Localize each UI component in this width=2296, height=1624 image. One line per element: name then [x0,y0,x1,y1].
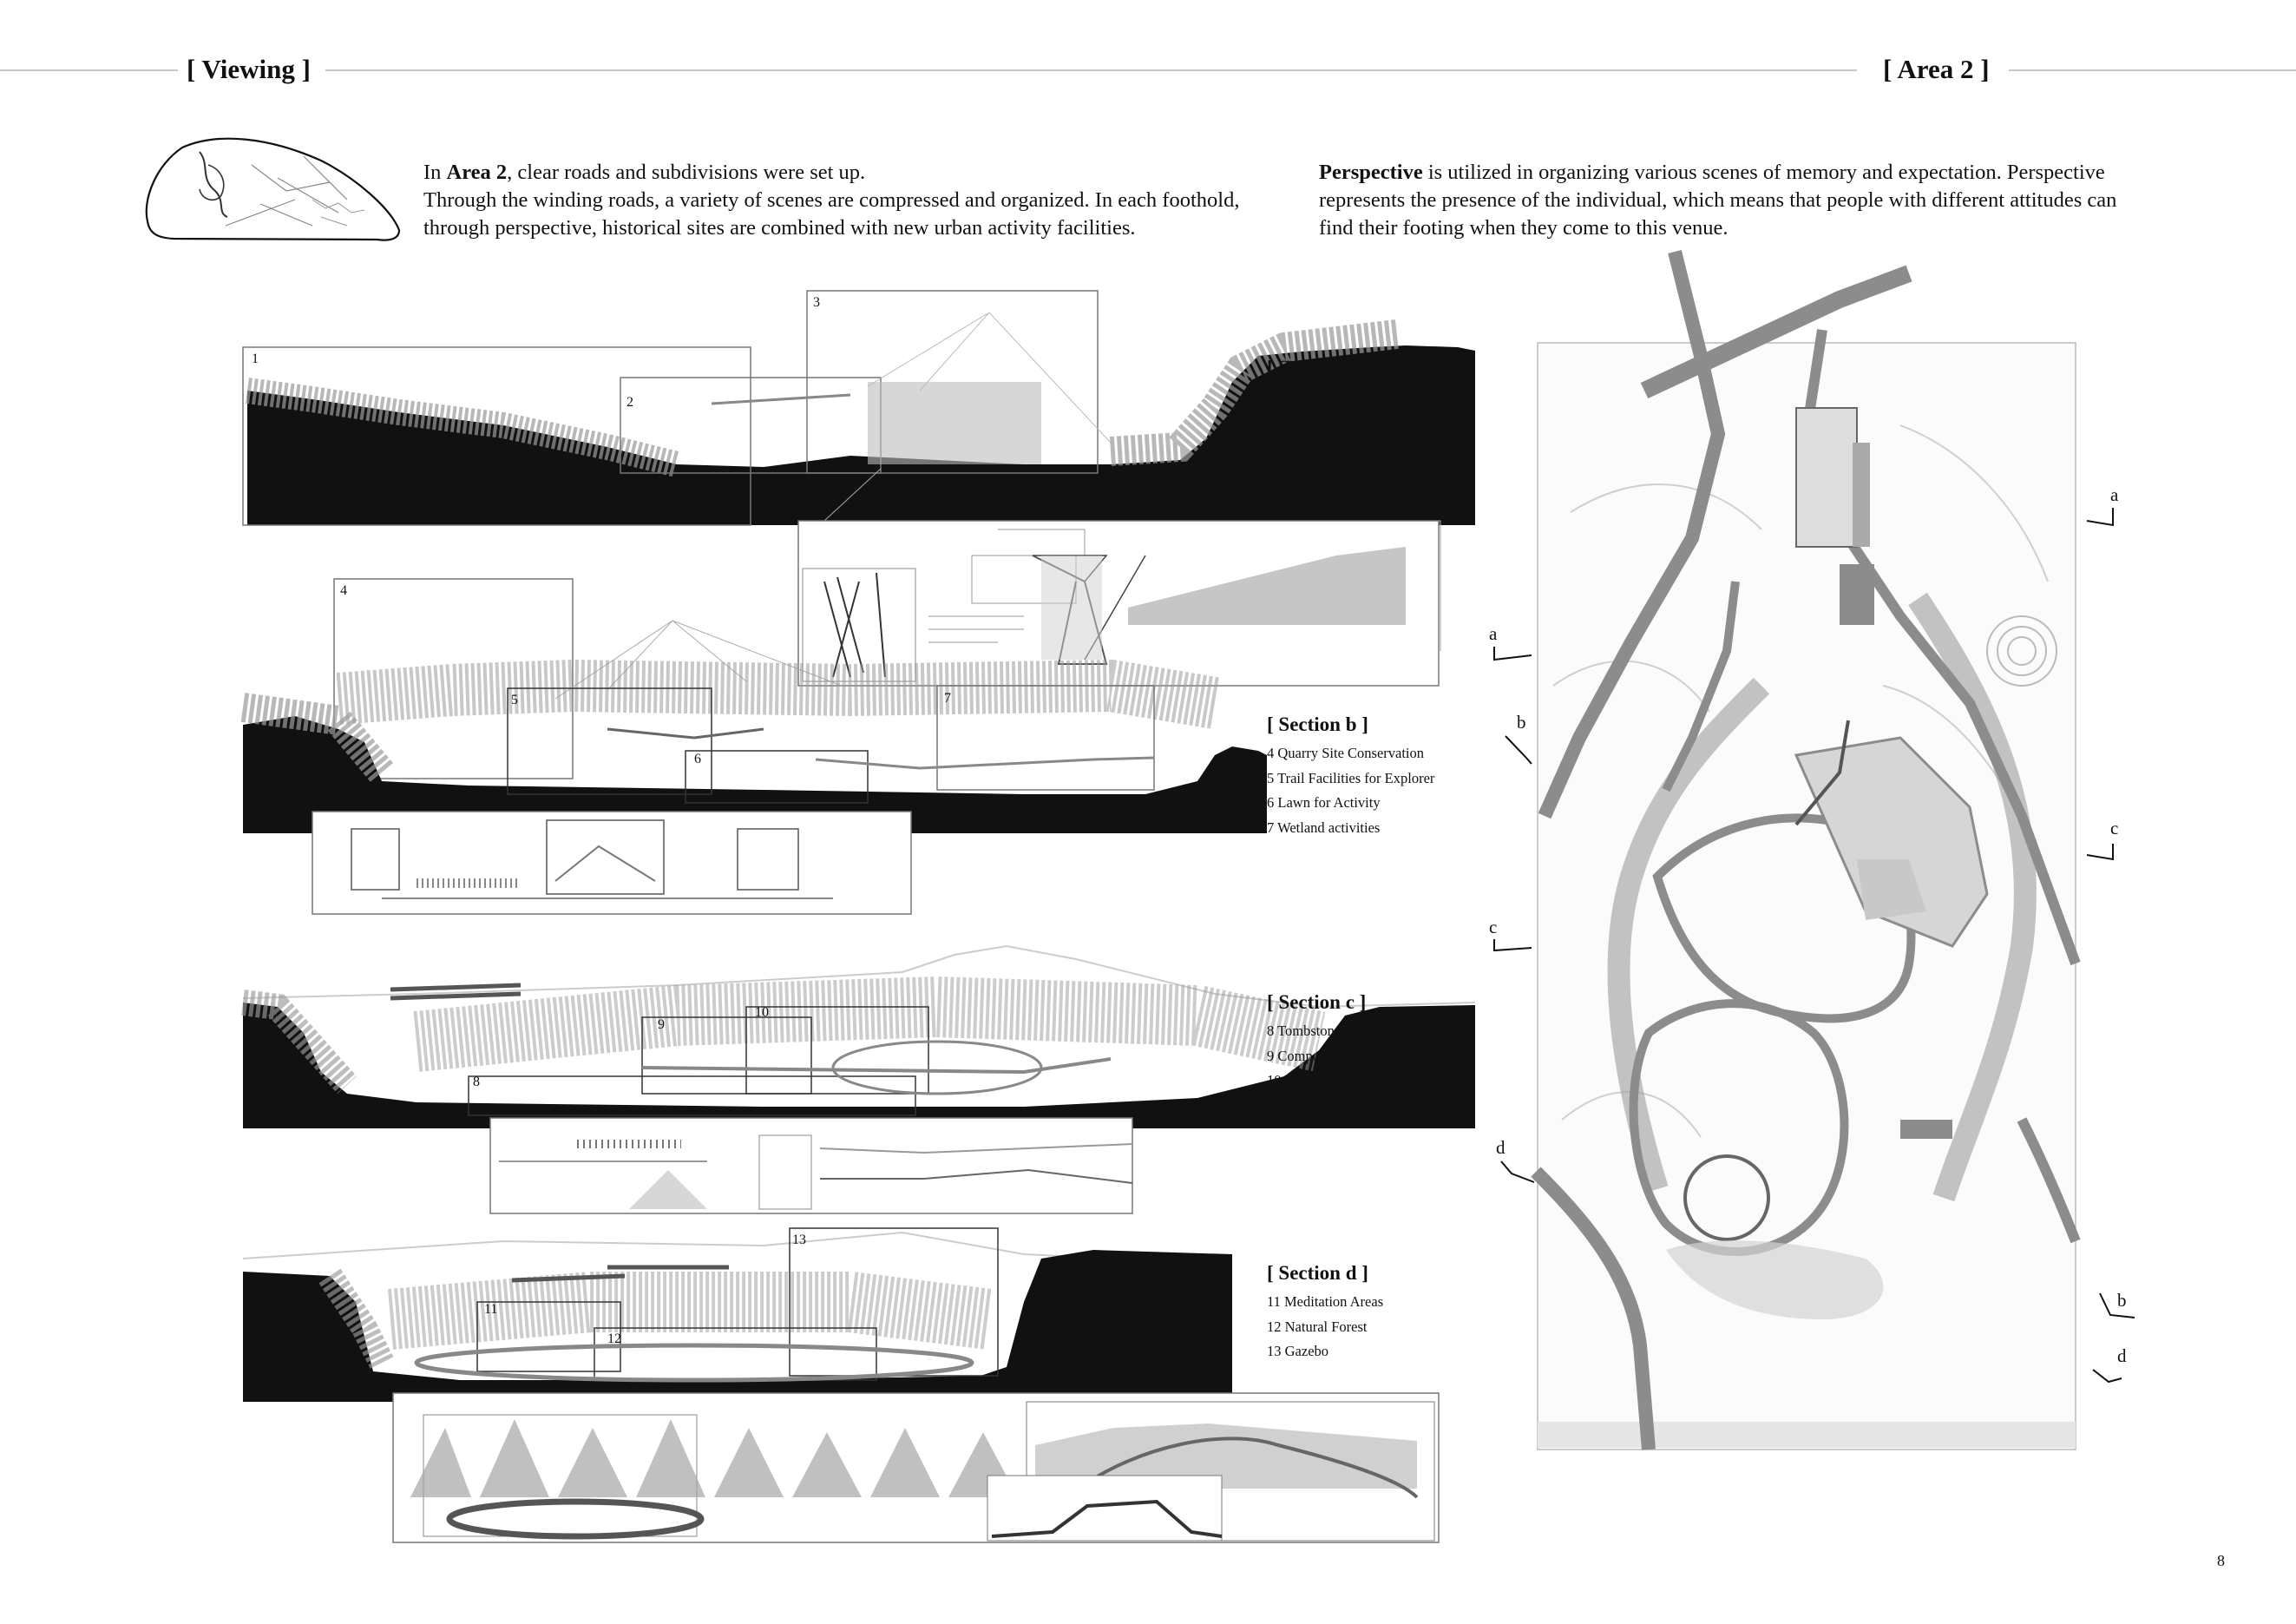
header-rule-left [0,69,178,71]
section-d-legend: [ Section d ] 11 Meditation Areas 12 Nat… [1267,1259,1383,1364]
section-a-legend: [ Section a ] 1 Urban Driveway 2 Pavilio… [1267,353,1449,459]
plan-marker-b-right: b [2117,1290,2127,1311]
legend-item: 6 Lawn for Activity [1267,794,1381,811]
legend-item: 11 Meditation Areas [1267,1293,1384,1310]
callout-2: 2 [626,395,633,410]
callout-4: 4 [340,583,347,598]
callout-8: 8 [473,1075,480,1089]
section-b-title: [ Section b ] [1267,713,1368,735]
key-map [145,137,401,241]
legend-item: 7 Wetland activities [1267,819,1381,836]
plan-marker-c-left: c [1489,917,1498,937]
page-number: 8 [2217,1552,2225,1569]
plan-marker-a-left: a [1489,623,1498,644]
callout-5: 5 [511,693,518,707]
header-rule-middle [325,69,1857,71]
section-d-title: [ Section d ] [1267,1262,1368,1284]
legend-item: 9 Compound paving stage [1267,1047,1417,1064]
plan-marker-c-right: c [2110,818,2119,838]
section-b-legend: [ Section b ] 4 Quarry Site Conservation… [1267,710,1434,840]
site-plan [1531,250,2081,1450]
plan-marker-a-right: a [2110,484,2119,505]
section-a-title: [ Section a ] [1267,357,1368,378]
callout-11: 11 [484,1302,498,1317]
legend-item: 8 Tombstone Road [1267,1022,1375,1039]
callout-7: 7 [944,691,951,706]
page-title-right: [ Area 2 ] [1883,54,1990,84]
callout-1: 1 [252,352,259,366]
header-rule-right [2009,69,2296,71]
callout-6: 6 [694,752,701,766]
section-c-detail [489,1117,1133,1214]
legend-item: 10 Wetland activities [1267,1072,1387,1088]
legend-item: 12 Natural Forest [1267,1318,1368,1335]
section-b-drawing [240,578,1267,833]
section-d-drawing [242,1227,1232,1402]
callout-10: 10 [755,1005,769,1020]
section-c-drawing [241,944,1476,1128]
section-a-detail [797,520,1440,687]
section-b-detail [312,811,912,915]
callout-13: 13 [792,1233,806,1247]
plan-marker-d-left: d [1496,1137,1506,1158]
plan-marker-b-left: b [1517,712,1526,733]
legend-item: 13 Gazebo [1267,1343,1329,1359]
legend-item: 2 Pavilion for civic activities [1267,412,1433,430]
legend-item: 5 Trail Facilities for Explorer [1267,769,1435,786]
intro-right-paragraph: Perspective is utilized in organizing va… [1319,161,2117,240]
legend-item: 3 Holocaust Memorial Museum [1267,437,1450,454]
section-c-title: [ Section c ] [1267,991,1367,1013]
legend-item: 1 Urban Driveway [1267,388,1374,404]
section-c-legend: [ Section c ] 8 Tombstone Road 9 Compoun… [1267,988,1417,1094]
callout-3: 3 [813,295,820,310]
intro-left-paragraph: In Area 2, clear roads and subdivisions … [423,161,1240,240]
callout-12: 12 [607,1331,621,1346]
page-title-left: [ Viewing ] [187,54,311,84]
legend-item: 4 Quarry Site Conservation [1267,745,1425,761]
plan-marker-d-right: d [2117,1345,2127,1366]
callout-9: 9 [658,1017,665,1032]
section-d-detail [392,1392,1440,1543]
